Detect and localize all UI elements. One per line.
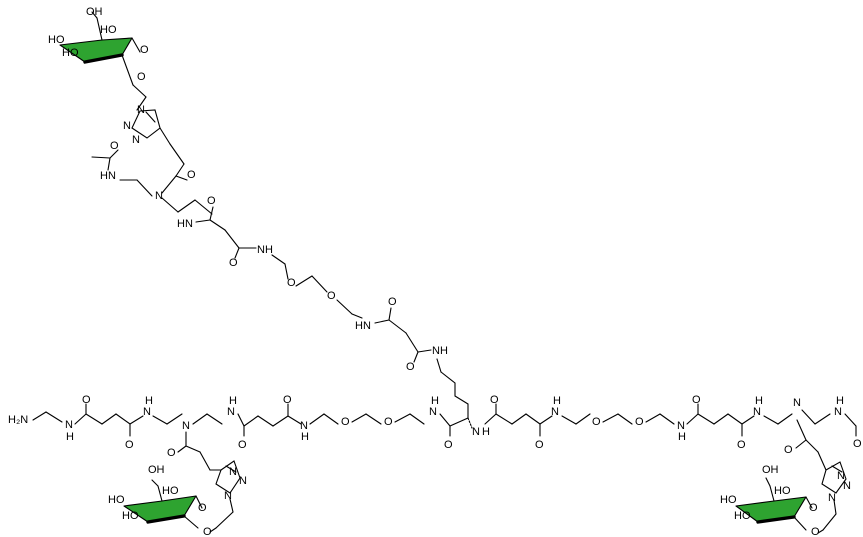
label-o: O bbox=[167, 447, 176, 459]
sugar-bottom-right: OH HO HO HO O bbox=[720, 464, 818, 531]
label-n: N bbox=[137, 104, 145, 116]
label-o: O bbox=[327, 290, 336, 302]
label-n: N bbox=[123, 120, 131, 132]
label-oh: OH bbox=[86, 6, 103, 18]
left-bottom-arm: O N N N O bbox=[167, 431, 247, 537]
label-o: O bbox=[287, 277, 296, 289]
label-n: N bbox=[472, 426, 480, 438]
label-o: O bbox=[737, 439, 746, 451]
label-n: N bbox=[793, 397, 801, 409]
sugar-bottom-left: OH HO HO HO O bbox=[108, 464, 207, 529]
label-h: H bbox=[229, 395, 237, 407]
label-n: N bbox=[843, 480, 851, 492]
label-oh: OH bbox=[148, 464, 165, 476]
label-h: H bbox=[482, 426, 490, 438]
label-o: O bbox=[388, 296, 397, 308]
label-o: O bbox=[187, 169, 196, 181]
label-o: O bbox=[137, 71, 146, 83]
label-o: O bbox=[125, 439, 134, 451]
label-o: O bbox=[592, 416, 601, 428]
label-o: O bbox=[535, 439, 544, 451]
label-h: H bbox=[145, 395, 153, 407]
label-o: O bbox=[490, 394, 499, 406]
label-h: H bbox=[66, 431, 74, 443]
label-nh: NH bbox=[432, 345, 448, 357]
label-n: N bbox=[828, 492, 836, 504]
label-n: N bbox=[229, 466, 237, 478]
label-o: O bbox=[809, 502, 818, 514]
label-o: O bbox=[853, 438, 862, 450]
label-o: O bbox=[811, 526, 820, 537]
label-n: N bbox=[837, 470, 845, 482]
top-branch-chain: O N HN O HN O O NH O O HN O bbox=[91, 140, 469, 419]
label-n: N bbox=[834, 406, 842, 418]
label-h: H bbox=[553, 395, 561, 407]
label-n: N bbox=[300, 420, 308, 432]
label-n: N bbox=[182, 420, 190, 432]
label-ho: HO bbox=[48, 34, 65, 46]
label-o: O bbox=[229, 257, 238, 269]
label-n: N bbox=[143, 406, 151, 418]
label-ho: HO bbox=[774, 485, 791, 497]
label-hn: HN bbox=[177, 218, 193, 230]
label-o: O bbox=[140, 44, 149, 56]
sugar-top-bold-edge bbox=[83, 53, 124, 64]
label-h: H bbox=[836, 395, 844, 407]
label-n: N bbox=[677, 420, 685, 432]
label-ho: HO bbox=[162, 485, 179, 497]
label-ho: HO bbox=[734, 510, 751, 522]
label-o: O bbox=[692, 394, 701, 406]
main-backbone: H₂N N H O O N H N N H O O N H O bbox=[8, 394, 862, 451]
label-ho: HO bbox=[100, 24, 117, 36]
label-n: N bbox=[551, 406, 559, 418]
label-hn: HN bbox=[100, 170, 116, 182]
label-h: H bbox=[678, 431, 686, 443]
label-h: H bbox=[431, 395, 439, 407]
sugar-top: OH HO HO HO O O bbox=[48, 6, 149, 111]
label-oh: OH bbox=[762, 464, 779, 476]
label-n: N bbox=[132, 134, 140, 146]
label-ho: HO bbox=[108, 494, 125, 506]
right-bottom-arm: O N N N O bbox=[784, 419, 851, 537]
label-n: N bbox=[227, 406, 235, 418]
label-o: O bbox=[198, 502, 207, 514]
label-o: O bbox=[238, 439, 247, 451]
label-n: N bbox=[65, 419, 73, 431]
label-o: O bbox=[341, 416, 350, 428]
label-n: N bbox=[429, 406, 437, 418]
label-o: O bbox=[406, 361, 415, 373]
label-ho: HO bbox=[720, 494, 737, 506]
label-ho: HO bbox=[62, 47, 79, 59]
label-o: O bbox=[444, 439, 453, 451]
triazole-top: N N N bbox=[123, 104, 185, 165]
label-hn: HN bbox=[355, 320, 371, 332]
label-n: N bbox=[224, 490, 232, 502]
label-nh: NH bbox=[257, 244, 273, 256]
label-o: O bbox=[82, 394, 91, 406]
label-o: O bbox=[283, 394, 292, 406]
label-h: H bbox=[301, 431, 309, 443]
label-o: O bbox=[110, 140, 119, 152]
label-h2n: H₂N bbox=[8, 414, 28, 426]
label-o: O bbox=[635, 416, 644, 428]
label-n: N bbox=[155, 190, 163, 202]
label-o: O bbox=[784, 444, 793, 456]
label-n: N bbox=[753, 406, 761, 418]
label-o: O bbox=[207, 195, 216, 207]
label-o: O bbox=[203, 526, 212, 537]
label-ho: HO bbox=[122, 510, 139, 522]
label-h: H bbox=[755, 395, 763, 407]
label-n: N bbox=[239, 475, 247, 487]
label-o: O bbox=[384, 416, 393, 428]
